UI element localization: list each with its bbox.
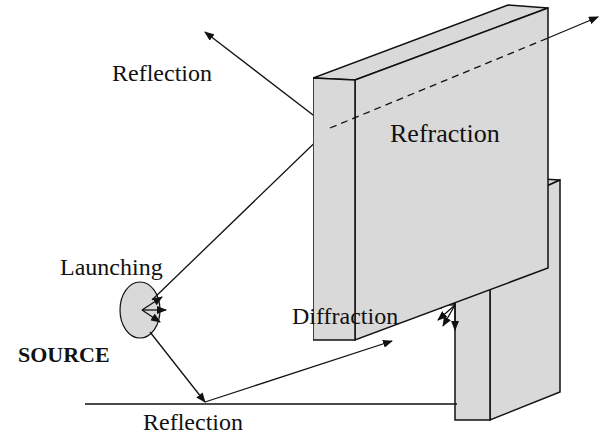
ray-label: Launching [60,254,163,280]
source-label: SOURCE [18,343,110,367]
ground-line [85,403,457,405]
ray-label: Diffraction [292,303,398,329]
wall-label: Refraction [390,120,500,149]
wall-shape [313,0,555,345]
ray-label: Reflection [143,409,243,435]
launch-rays [142,297,166,322]
ray-label: Reflection [112,60,212,86]
wall-block: Refraction [313,0,555,345]
